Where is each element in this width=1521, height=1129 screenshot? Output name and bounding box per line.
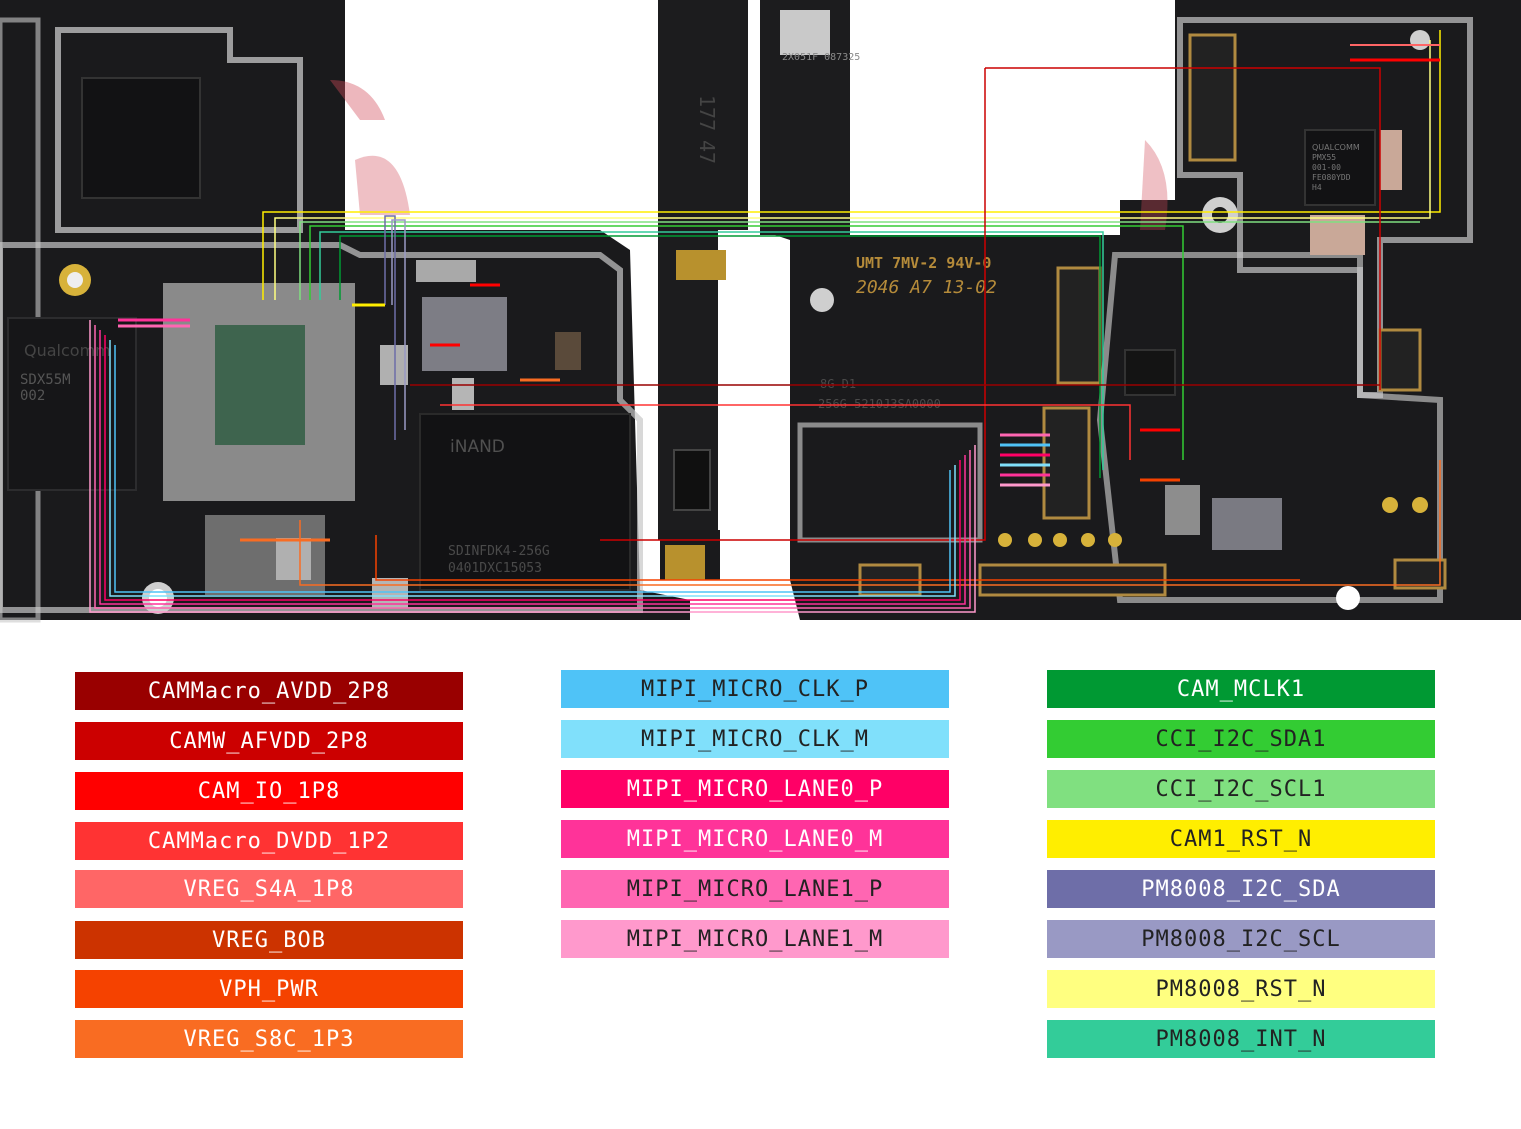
legend-label: CAMW_AFVDD_2P8 [169,728,369,754]
chip-left-brand: Qualcomm [24,341,111,360]
chip-left-code: 002 [20,388,45,404]
legend-pm8008-i2c-scl: PM8008_I2C_SCL [1047,920,1435,958]
chip-left-label: SDX55M [20,372,71,388]
legend-cammacro-dvdd-1p2: CAMMacro_DVDD_1P2 [75,822,463,860]
legend-cam-mclk1: CAM_MCLK1 [1047,670,1435,708]
pmic-part: PMX55 [1312,153,1336,162]
legend-label: VPH_PWR [219,976,319,1002]
legend-label: CCI_I2C_SCL1 [1155,776,1327,802]
signal-traces [89,30,1441,613]
legend-cam-io-1p8: CAM_IO_1P8 [75,772,463,810]
pmic-brand: QUALCOMM [1312,143,1360,152]
legend-pm8008-int-n: PM8008_INT_N [1047,1020,1435,1058]
inand-code: 0401DXC15053 [448,561,542,576]
legend-label: VREG_BOB [212,927,326,953]
flex-code: 2X051F 087325 [782,52,860,63]
inand-chip [419,413,631,591]
legend-pm8008-i2c-sda: PM8008_I2C_SDA [1047,870,1435,908]
inand-label: iNAND [450,437,505,457]
legend-cammacro-avdd-2p8: CAMMacro_AVDD_2P8 [75,672,463,710]
pcb-text-3: 8G D1 [820,377,856,391]
pmic-code3: H4 [1312,183,1322,192]
legend-mipi-micro-clk-p: MIPI_MICRO_CLK_P [561,670,949,708]
legend-label: VREG_S8C_1P3 [183,1026,355,1052]
legend-label: MIPI_MICRO_LANE0_M [626,826,884,852]
legend-mipi-micro-lane1-m: MIPI_MICRO_LANE1_M [561,920,949,958]
legend-camw-afvdd-2p8: CAMW_AFVDD_2P8 [75,722,463,760]
legend-label: PM8008_RST_N [1155,976,1327,1002]
pmic-code: 001-00 [1312,163,1341,172]
pmic-code2: FE080YDD [1312,173,1351,182]
legend-cci-i2c-scl1: CCI_I2C_SCL1 [1047,770,1435,808]
legend-vph-pwr: VPH_PWR [75,970,463,1008]
legend-cam1-rst-n: CAM1_RST_N [1047,820,1435,858]
legend-mipi-micro-lane0-m: MIPI_MICRO_LANE0_M [561,820,949,858]
legend-label: MIPI_MICRO_CLK_P [641,676,869,702]
legend-mipi-micro-lane1-p: MIPI_MICRO_LANE1_P [561,870,949,908]
pmic-chip [1304,129,1376,206]
legend-pm8008-rst-n: PM8008_RST_N [1047,970,1435,1008]
legend-label: MIPI_MICRO_CLK_M [641,726,869,752]
legend-label: CAMMacro_DVDD_1P2 [147,828,391,854]
pcb-text-2: 2046 A7 13-02 [856,277,997,298]
pcb-photo: SDX55M 002 Qualcomm iNAND SDINFDK4-256G … [0,0,1521,623]
legend-label: PM8008_INT_N [1155,1026,1327,1052]
legend-label: CAMMacro_AVDD_2P8 [147,678,391,704]
legend-label: PM8008_I2C_SCL [1141,926,1341,952]
right-board: 2X051F 087325 QUALCOMM PMX55 001-00 FE08… [760,0,1521,620]
legend-label: MIPI_MICRO_LANE0_P [626,776,884,802]
legend-label: MIPI_MICRO_LANE1_P [626,876,884,902]
legend-label: PM8008_I2C_SDA [1141,876,1341,902]
connector-camera [1042,406,1091,520]
flex-num-2: 47 [695,140,719,164]
legend-label: MIPI_MICRO_LANE1_M [626,926,884,952]
connector-top-right [1188,33,1237,162]
legend-mipi-micro-lane0-p: MIPI_MICRO_LANE0_P [561,770,949,808]
inand-part: SDINFDK4-256G [448,544,550,559]
pcb-text-1: UMT 7MV-2 94V-0 [856,254,991,272]
pcb-board-diagram: SDX55M 002 Qualcomm iNAND SDINFDK4-256G … [0,0,1521,623]
legend-label: CCI_I2C_SDA1 [1155,726,1327,752]
left-board: SDX55M 002 Qualcomm iNAND SDINFDK4-256G … [0,0,748,623]
legend-vreg-s8c-1p3: VREG_S8C_1P3 [75,1020,463,1058]
legend-cci-i2c-sda1: CCI_I2C_SDA1 [1047,720,1435,758]
legend-mipi-micro-clk-m: MIPI_MICRO_CLK_M [561,720,949,758]
flex-num-1: 177 [695,95,719,131]
pcb-text-4: 256G 5210J3SA0000 [818,397,941,411]
legend-label: VREG_S4A_1P8 [183,876,355,902]
legend-vreg-s4a-1p8: VREG_S4A_1P8 [75,870,463,908]
legend-label: CAM1_RST_N [1169,826,1313,852]
legend-label: CAM_MCLK1 [1176,676,1306,702]
legend-vreg-bob: VREG_BOB [75,921,463,959]
legend-label: CAM_IO_1P8 [197,778,341,804]
connector-mid [1056,266,1102,385]
